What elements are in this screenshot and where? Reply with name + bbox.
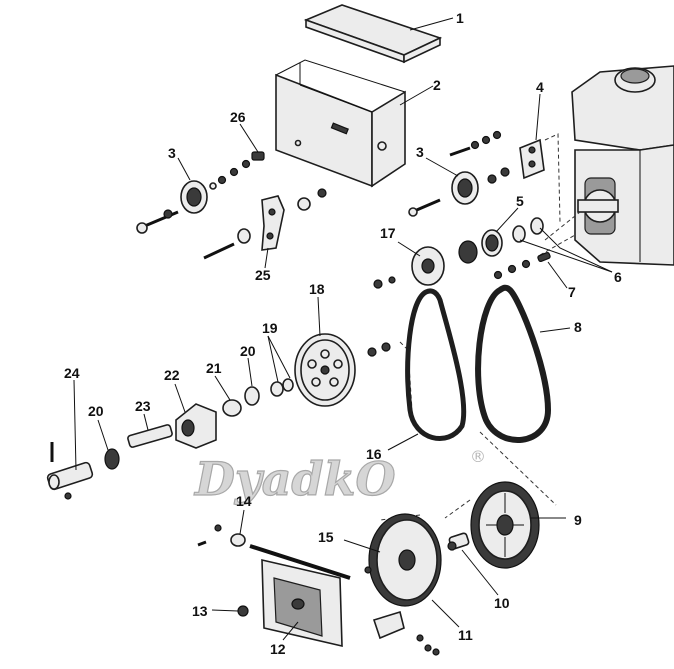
callout-labels: 1 2 3 3 4 5 6 7 8 9 10 11 12 13 14 15 16… [64,10,622,657]
part-19-washers [270,378,294,397]
part-8-large-belt [475,284,552,444]
part-3-idler-pulley-left [136,180,217,234]
part-18-large-pulley [294,333,391,407]
part-24-coupling [46,442,94,500]
part-17-intermediate-pulley [373,246,445,289]
callout-10: 10 [494,595,510,611]
part-16-small-belt [405,288,467,442]
callout-3-left: 3 [168,145,176,161]
callout-6: 6 [614,269,622,285]
brand-watermark: DyadkO ® [192,447,486,507]
callout-25: 25 [255,267,271,283]
callout-14: 14 [236,493,252,509]
callout-23: 23 [135,398,151,414]
part-21-bearing [222,399,242,417]
part-13-nut [237,605,249,617]
callout-7: 7 [568,284,576,300]
callout-24: 24 [64,365,80,381]
callout-8: 8 [574,319,582,335]
part-23-shaft [127,424,173,448]
part-22-bearing-housing [175,403,217,449]
part-4-engine-bracket [519,138,545,180]
callout-26: 26 [230,109,246,125]
callout-16: 16 [366,446,382,462]
part-26-hardware [217,151,265,185]
part-2-guard-box [275,59,406,188]
callout-4: 4 [536,79,544,95]
part-5-drive-pulley [458,229,503,264]
callout-22: 22 [164,367,180,383]
brand-watermark-text: DyadkO [193,452,396,506]
callout-13: 13 [192,603,208,619]
callout-12: 12 [270,641,286,657]
part-6-spacers [512,217,544,243]
callout-18: 18 [309,281,325,297]
part-14-bushing [197,524,246,547]
callout-leaders [73,17,613,641]
part-12-mounting-plate [249,544,372,648]
engine [571,65,674,266]
part-1-cover-lid [303,4,443,64]
registered-mark: ® [470,447,486,466]
callout-2: 2 [433,77,441,93]
part-20-washer-upper [244,386,260,406]
part-20-washer-lower [104,448,120,470]
callout-21: 21 [206,360,222,376]
callout-1: 1 [456,10,464,26]
callout-5: 5 [516,193,524,209]
callout-3-right: 3 [416,144,424,160]
part-9-driven-pulley [470,481,540,569]
callout-15: 15 [318,529,334,545]
callout-19: 19 [262,320,278,336]
callout-11: 11 [458,627,473,643]
part-3-idler-pulley-right [408,130,510,217]
part-25-tension-bracket [203,188,327,260]
part-10-hub [447,532,470,551]
part-11-flange-pulley [368,513,442,656]
callout-17: 17 [380,225,396,241]
part-7-key [493,251,551,280]
callout-20-lower: 20 [88,403,104,419]
callout-9: 9 [574,512,582,528]
callout-20-upper: 20 [240,343,256,359]
